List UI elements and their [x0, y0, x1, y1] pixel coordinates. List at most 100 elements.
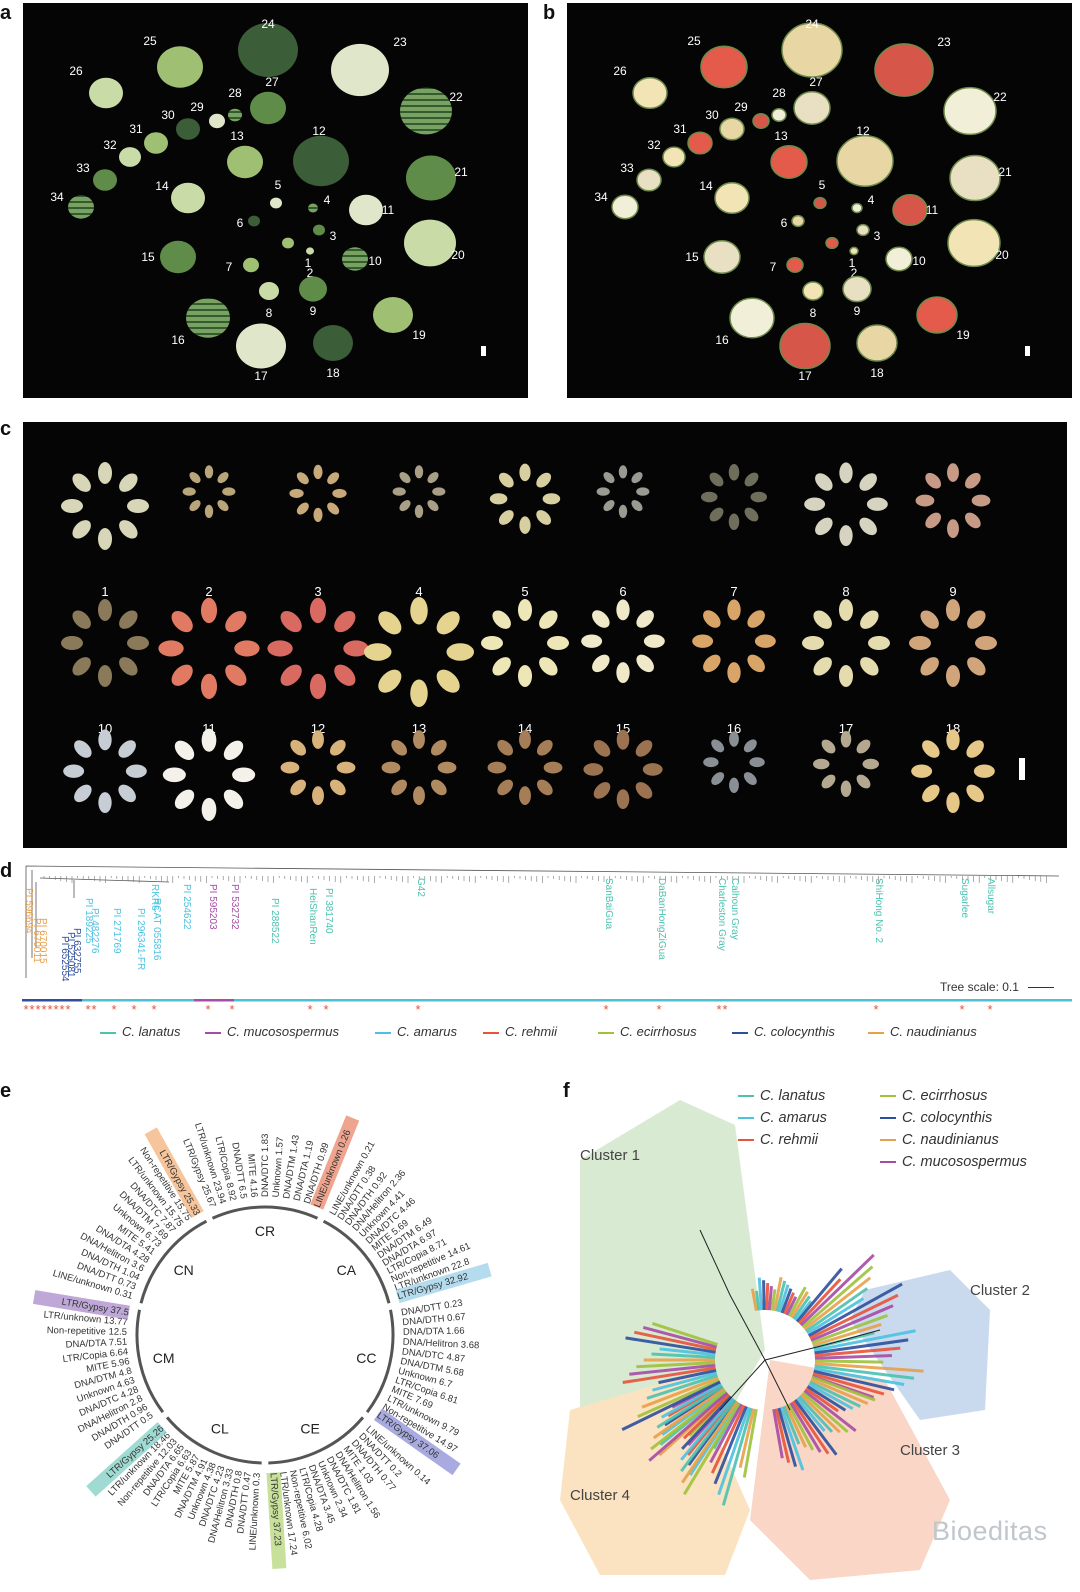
fruit-31: [144, 132, 168, 154]
fruit-number: 4: [324, 193, 331, 207]
fruit-number: 7: [226, 260, 233, 274]
seed-number: 5: [521, 584, 528, 599]
seed-rosette-5: [489, 463, 561, 534]
fruit-11: [349, 194, 383, 226]
legend-f-swatch: [738, 1139, 754, 1142]
fruit-20: [947, 218, 1001, 268]
seed-rosette-10: [61, 599, 149, 687]
fruit-27: [793, 91, 831, 125]
fruit-30: [719, 117, 745, 141]
fruit-34: [611, 194, 639, 220]
legend-f-item: C. mucosospermus: [880, 1154, 1027, 1170]
fruit-31: [687, 131, 713, 155]
fruit-16: [729, 297, 775, 339]
fruit-number: 17: [254, 369, 268, 383]
fruit-22: [943, 86, 997, 136]
circos-highlight: [310, 1115, 360, 1210]
fruit-number: 19: [412, 328, 426, 342]
fruit-1: [282, 237, 294, 249]
tree-accession-label: PI 254622: [181, 884, 192, 930]
star-marker: *: [722, 1002, 727, 1017]
fruit-30: [176, 118, 200, 140]
seed-number: 7: [730, 584, 737, 599]
panel-label-a: a: [0, 2, 12, 24]
legend-f-swatch: [880, 1161, 896, 1164]
fruit-4: [851, 202, 863, 214]
fruit-17: [779, 322, 831, 370]
legend-f-swatch: [738, 1095, 754, 1098]
legend-label: C. amarus: [397, 1024, 457, 1039]
tree-accession-label: Sugarlee: [959, 878, 970, 918]
circos-entry-label: DNA/DTA 7.51: [65, 1337, 127, 1351]
star-marker: *: [35, 1002, 40, 1017]
fruit-number: 2: [851, 266, 858, 280]
fruit-number: 32: [103, 138, 117, 152]
seed-rosette-8: [804, 462, 888, 546]
fruit-number: 22: [993, 90, 1007, 104]
tree-accession-label: ShiHong No. 2: [873, 878, 884, 943]
tree-scale-bar: [1028, 987, 1055, 989]
tree-accession-label: PI 595203: [207, 884, 218, 930]
fruit-33: [93, 169, 117, 191]
fruit-5: [813, 196, 827, 210]
tree-scale: Tree scale: 0.1: [940, 980, 1055, 994]
seed-number: 17: [839, 721, 853, 736]
fruit-26: [89, 77, 123, 109]
fruit-20: [404, 219, 456, 267]
circos-segment-arc: [135, 1309, 165, 1414]
star-marker: *: [91, 1002, 96, 1017]
cluster-label: Cluster 1: [580, 1147, 640, 1164]
circos-segment-label: CE: [300, 1421, 319, 1437]
fruit-number: 29: [734, 100, 748, 114]
fruit-number: 13: [230, 129, 244, 143]
panel-label-e: e: [0, 1080, 12, 1102]
fruit-21: [949, 154, 1001, 202]
fruit-13: [770, 145, 808, 179]
fruit-number: 12: [312, 124, 326, 138]
fruit-28: [228, 108, 242, 122]
fruit-number: 21: [998, 165, 1012, 179]
star-marker: *: [656, 1002, 661, 1017]
circos-entry-label: LTR/Gypsy 37.23: [267, 1472, 282, 1546]
legend-f-item: C. rehmii: [738, 1132, 818, 1148]
star-marker: *: [603, 1002, 608, 1017]
legend-item: C. rehmii: [483, 1024, 557, 1039]
seed-rosette-9: [915, 463, 991, 538]
fruit-number: 15: [141, 250, 155, 264]
legend-f-swatch: [738, 1117, 754, 1120]
fruit-29: [752, 113, 770, 129]
fruit-11: [892, 193, 928, 227]
tree-accession-label: PI 288522: [269, 898, 280, 944]
fruit-12: [293, 135, 349, 187]
fruit-number: 11: [926, 203, 939, 217]
fruit-number: 3: [330, 229, 337, 243]
circos-entry-label: LINE/unknown 0.3: [247, 1472, 263, 1550]
seed-scale-bar: [1019, 758, 1025, 780]
fruit-27: [250, 91, 286, 125]
tree-accession-label: SanBaiGua: [603, 878, 614, 930]
seed-rosette-7: [701, 464, 767, 530]
fruit-number: 28: [772, 86, 786, 100]
fruit-10: [885, 246, 913, 272]
seed-rosette-4: [392, 465, 446, 518]
tree-accession-label: PI 296341-FR: [135, 908, 146, 970]
legend-f-item: C. ecirrhosus: [880, 1088, 987, 1104]
circos-highlight: [32, 1290, 130, 1320]
seed-rosette-17: [802, 599, 890, 687]
legend-f-item: C. colocynthis: [880, 1110, 992, 1126]
fruit-25: [157, 46, 203, 88]
fruit-number: 10: [912, 254, 926, 268]
fruit-8: [802, 281, 824, 301]
circos-entry-label: DNA/DTA 1.66: [403, 1326, 465, 1338]
fruit-number: 9: [854, 304, 861, 318]
star-marker: *: [307, 1002, 312, 1017]
seed-number: 3: [314, 584, 321, 599]
tree-accession-label: PI 189225: [83, 898, 94, 944]
fruit-number: 20: [995, 248, 1009, 262]
circos-segment-arc: [139, 1219, 208, 1304]
tree-accession-label: DaBanHongZiGua: [656, 878, 667, 960]
tree-accession-label: PI 525081: [65, 932, 76, 978]
star-marker: *: [415, 1002, 420, 1017]
